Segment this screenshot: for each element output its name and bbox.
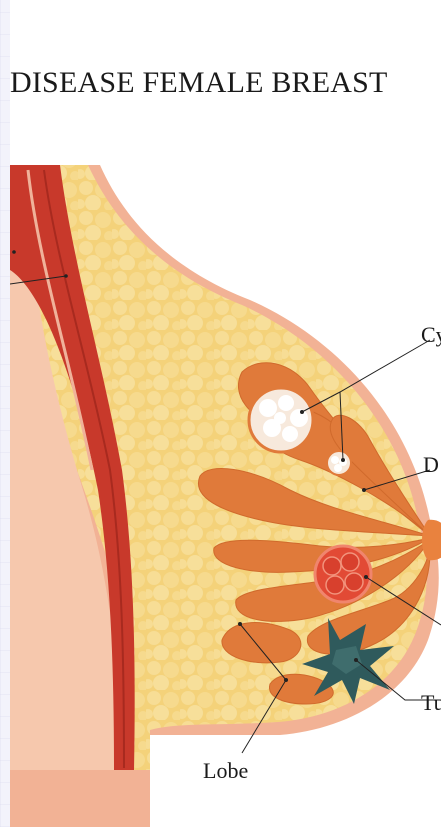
large-cyst <box>249 388 313 452</box>
leader-dot <box>12 250 16 254</box>
fibroadenoma <box>315 546 371 602</box>
breast-diagram: Cy D Tu Lobe <box>10 0 441 827</box>
label-cyst: Cy <box>421 322 441 347</box>
base-skin <box>150 735 441 827</box>
label-tumor: Tu <box>421 690 441 715</box>
label-lobe: Lobe <box>203 758 248 783</box>
leader-dot <box>64 274 68 278</box>
label-duct: D <box>423 452 439 477</box>
diagram-frame: DISEASE FEMALE BREAST <box>10 0 441 827</box>
nipple <box>422 520 441 560</box>
small-cyst <box>327 451 351 475</box>
